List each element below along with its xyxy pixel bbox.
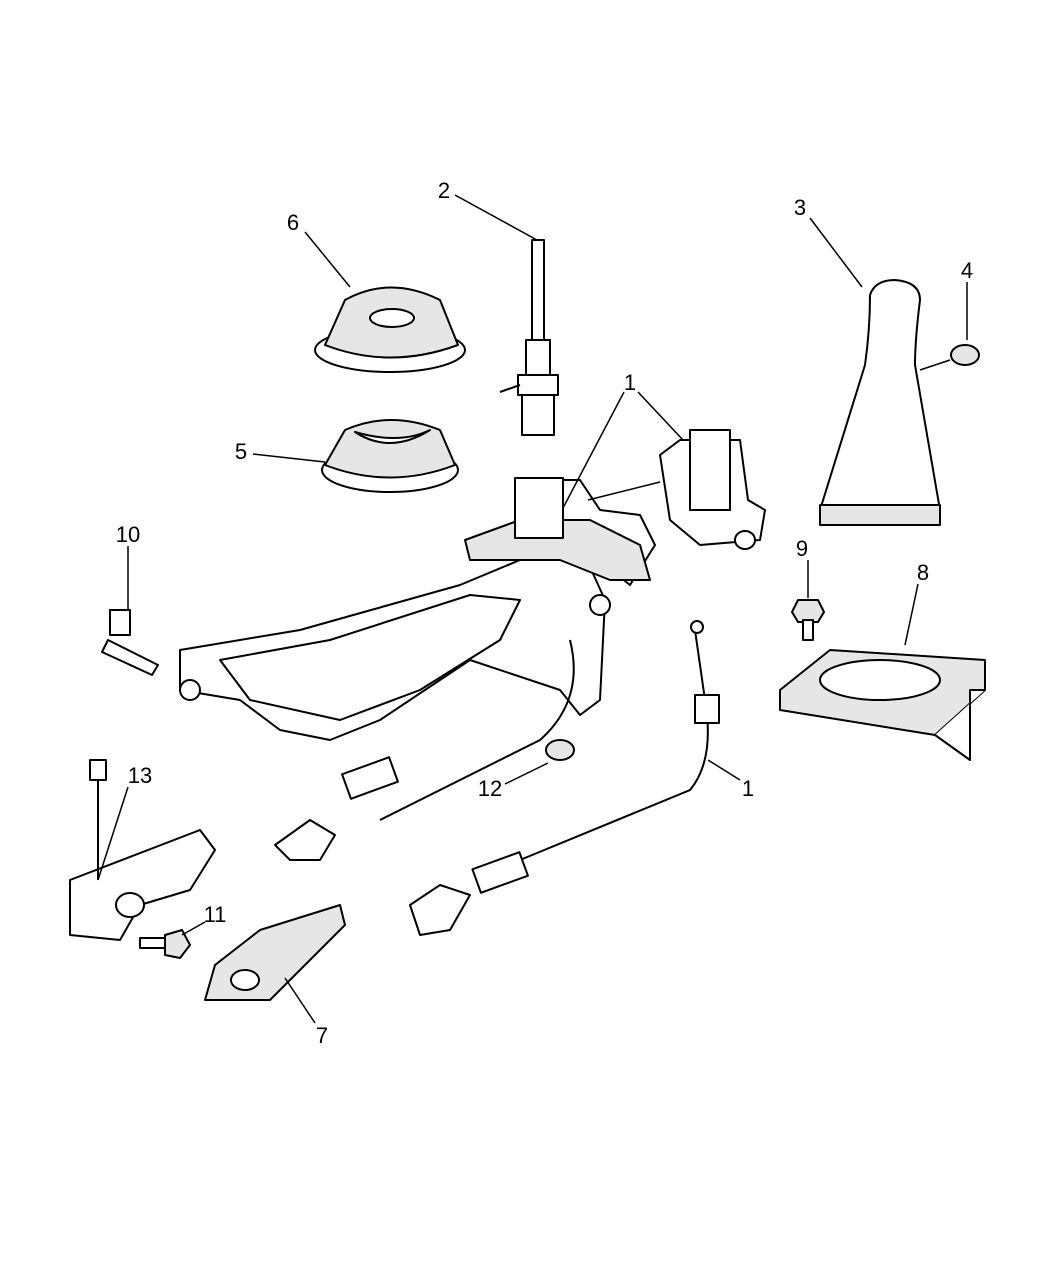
part-2-shift-lever[interactable] <box>499 239 559 436</box>
part-1-selector-module[interactable] <box>659 429 766 550</box>
callout-11: 11 <box>204 902 227 927</box>
cable-inner[interactable] <box>274 639 575 861</box>
callout-10: 10 <box>116 522 140 547</box>
part-9-bolt[interactable] <box>791 599 825 641</box>
part-12-grommet[interactable] <box>545 739 575 761</box>
callout-1-top: 1 <box>624 370 636 395</box>
shifter-housing[interactable] <box>179 477 656 741</box>
part-10-pin[interactable] <box>101 609 159 676</box>
part-5-seal[interactable] <box>321 419 459 493</box>
callout-13: 13 <box>128 763 152 788</box>
callout-2: 2 <box>438 178 450 203</box>
part-3-shift-knob-boot[interactable] <box>819 279 941 526</box>
part-13-bracket[interactable] <box>69 759 216 941</box>
part-8-bezel[interactable] <box>779 649 986 761</box>
callout-8: 8 <box>917 560 929 585</box>
callout-5: 5 <box>235 439 247 464</box>
callout-4: 4 <box>961 258 973 283</box>
part-11-bolt[interactable] <box>139 929 191 959</box>
part-1-shift-cable[interactable] <box>409 620 720 936</box>
callout-1-cable: 1 <box>742 776 754 801</box>
callout-12: 12 <box>478 776 502 801</box>
leader-lines <box>97 194 968 1024</box>
callout-3: 3 <box>794 195 806 220</box>
part-7-plate[interactable] <box>204 904 346 1001</box>
callout-9: 9 <box>796 536 808 561</box>
callout-6: 6 <box>287 210 299 235</box>
part-6-boot[interactable] <box>314 286 466 373</box>
part-4-nut[interactable] <box>950 344 980 366</box>
callout-7: 7 <box>316 1023 328 1048</box>
